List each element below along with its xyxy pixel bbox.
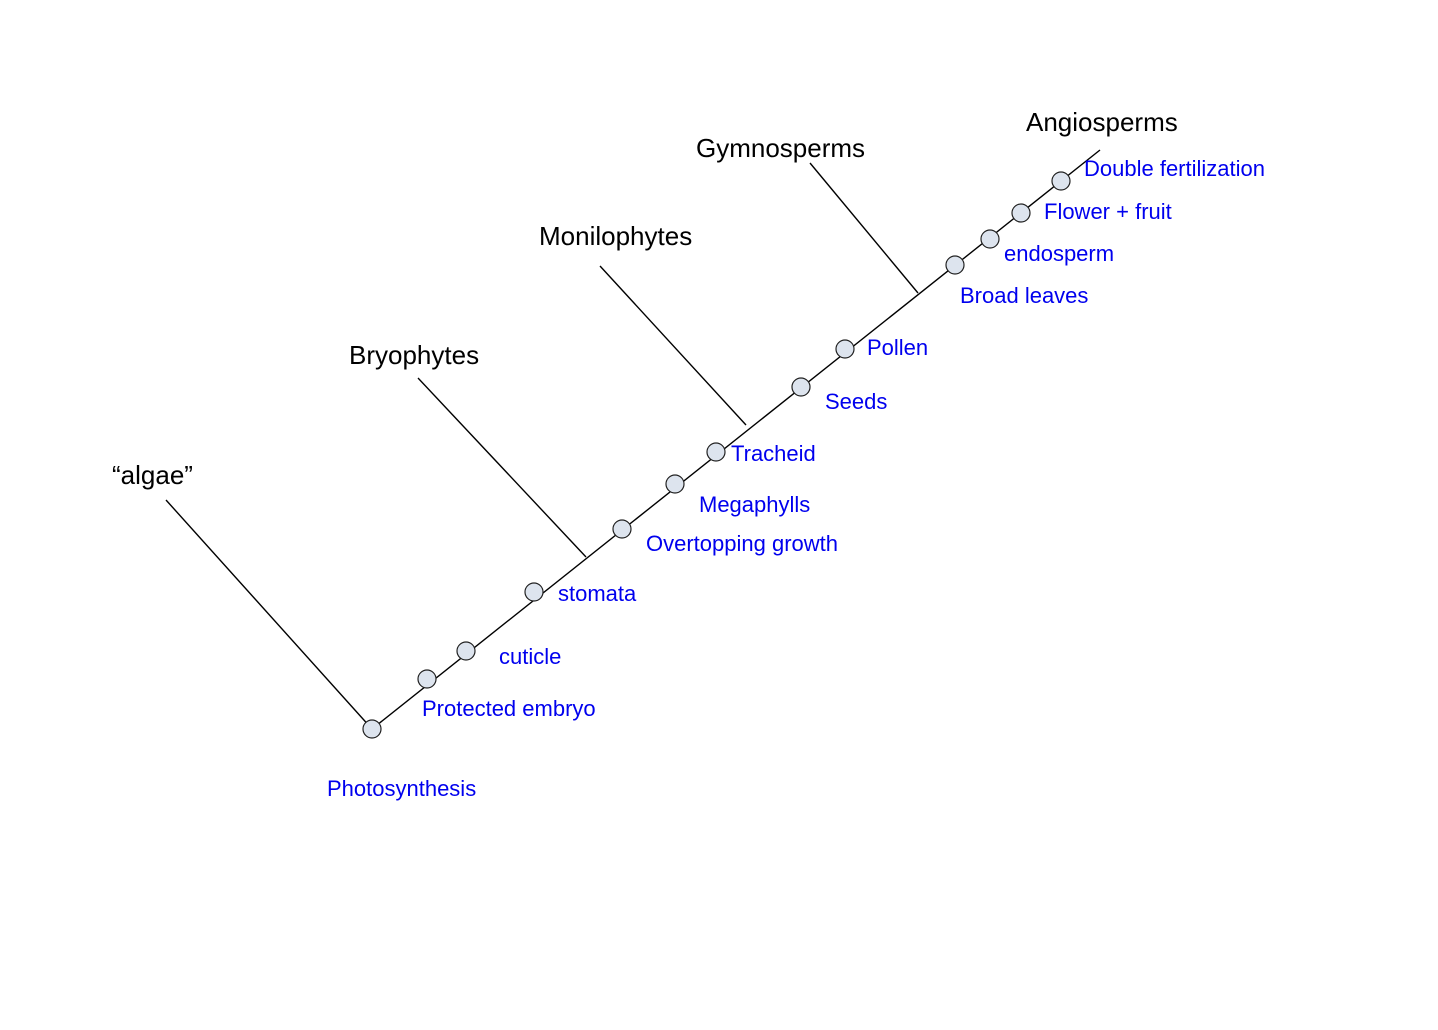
taxon-label-gymnosperms: Gymnosperms [696, 133, 865, 163]
trait-label-stomata: stomata [558, 581, 637, 606]
node-megaphylls [665, 474, 685, 494]
node-cuticle [456, 641, 476, 661]
node-double-fertilization [1051, 171, 1071, 191]
trait-label-cuticle: cuticle [499, 644, 561, 669]
trait-label-pollen: Pollen [867, 335, 928, 360]
node-seeds [791, 377, 811, 397]
node-protected-embryo [417, 669, 437, 689]
branch-line-bryophytes [417, 377, 587, 558]
taxon-label-angiosperms: Angiosperms [1026, 107, 1178, 137]
node-overtopping-growth [612, 519, 632, 539]
trait-label-photosynthesis: Photosynthesis [327, 776, 476, 801]
trait-label-seeds: Seeds [825, 389, 887, 414]
trait-label-flower-fruit: Flower + fruit [1044, 199, 1172, 224]
trait-label-megaphylls: Megaphylls [699, 492, 810, 517]
trait-label-endosperm: endosperm [1004, 241, 1114, 266]
node-stomata [524, 582, 544, 602]
taxon-label-monilophytes: Monilophytes [539, 221, 692, 251]
node-pollen [835, 339, 855, 359]
branch-line-gymnosperms [809, 162, 919, 294]
trait-label-protected-embryo: Protected embryo [422, 696, 596, 721]
main-trunk-line [371, 149, 1101, 730]
node-photosynthesis [362, 719, 382, 739]
node-tracheid [706, 442, 726, 462]
trait-label-overtopping-growth: Overtopping growth [646, 531, 838, 556]
trait-label-double-fertilization: Double fertilization [1084, 156, 1265, 181]
taxon-label-algae: “algae” [112, 460, 193, 490]
node-flower-fruit [1011, 203, 1031, 223]
taxon-label-bryophytes: Bryophytes [349, 340, 479, 370]
branch-line-algae [165, 499, 373, 730]
node-broad-leaves [945, 255, 965, 275]
trait-label-broad-leaves: Broad leaves [960, 283, 1088, 308]
branch-line-monilophytes [599, 265, 747, 426]
node-endosperm [980, 229, 1000, 249]
trait-label-tracheid: Tracheid [731, 441, 816, 466]
